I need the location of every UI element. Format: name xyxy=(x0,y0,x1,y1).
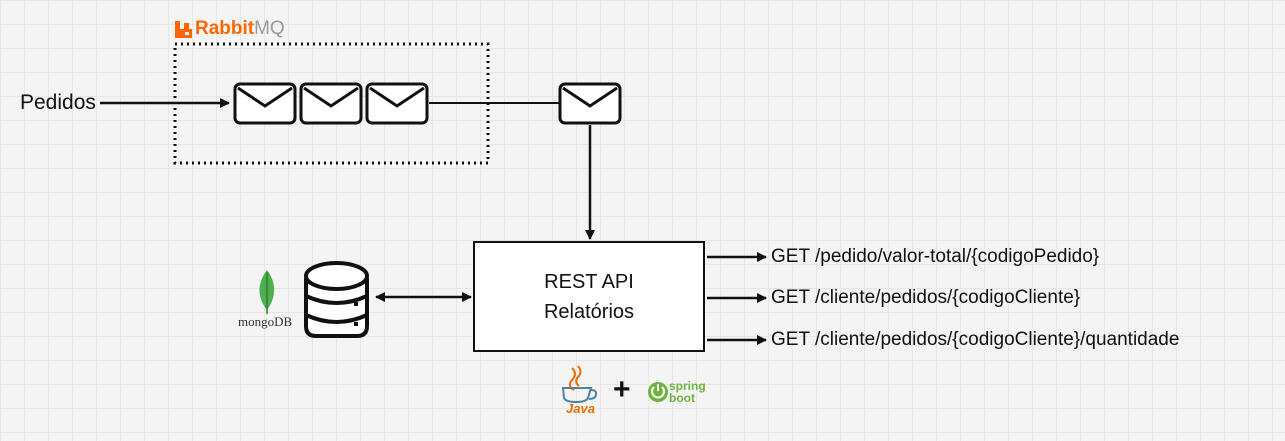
mongodb-logo-text: mongoDB xyxy=(238,314,293,329)
java-icon xyxy=(561,365,598,404)
api-title: REST API xyxy=(544,270,634,293)
endpoint-cliente-pedidos: GET /cliente/pedidos/{codigoCliente} xyxy=(771,287,1081,308)
endpoint-cliente-quantidade: GET /cliente/pedidos/{codigoCliente}/qua… xyxy=(771,329,1180,350)
api-subtitle: Relatórios xyxy=(543,300,635,323)
mongodb-leaf-icon xyxy=(259,270,275,314)
spring-boot-icon xyxy=(648,382,668,402)
endpoint-valor-total: GET /pedido/valor-total/{codigoPedido} xyxy=(771,246,1100,267)
queued-message-envelope-icon xyxy=(365,82,429,125)
plus-sign: + xyxy=(613,373,631,406)
spring-boot-label: spring boot xyxy=(669,380,706,404)
java-label: Java xyxy=(566,401,595,416)
spring-label-line2: boot xyxy=(669,391,695,405)
spring-label-line1: spring xyxy=(669,379,706,393)
pedidos-label: Pedidos xyxy=(20,91,96,114)
rest-api-node: REST API Relatórios xyxy=(473,241,705,352)
queued-message-envelope-icon xyxy=(233,82,297,125)
rabbitmq-name-part2: MQ xyxy=(254,18,285,39)
consumed-message-envelope-icon xyxy=(558,82,622,125)
rabbitmq-name-part1: Rabbit xyxy=(195,18,255,39)
rabbitmq-logo-icon xyxy=(175,20,192,38)
database-icon xyxy=(304,261,369,338)
queued-message-envelope-icon xyxy=(299,82,363,125)
